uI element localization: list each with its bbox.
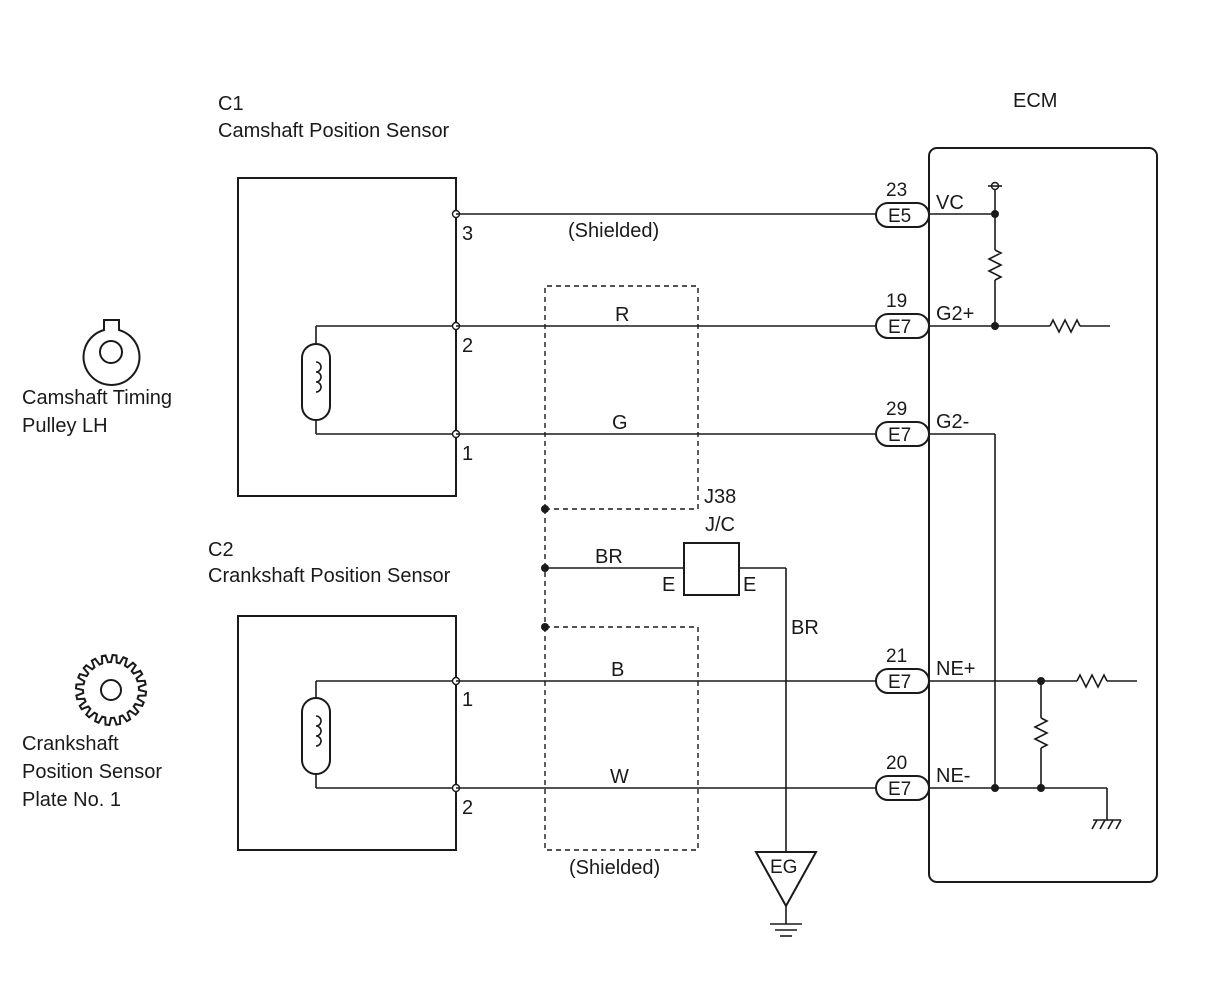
shield-junction xyxy=(541,623,549,631)
ecm-signal-ne-plus: NE+ xyxy=(936,658,975,680)
ecm-signal-ne-minus: NE- xyxy=(936,765,970,787)
ecm-connector-e7: E7 xyxy=(888,425,911,446)
ecm-pin-23: 23 xyxy=(886,180,907,201)
ecm-connector-e5: E5 xyxy=(888,206,911,227)
ecm-terminal-g2-minus: 29 E7 G2- xyxy=(875,399,969,447)
c2-coil-icon xyxy=(301,681,331,788)
shield-junction xyxy=(541,505,549,513)
ecm-terminal-ne-minus: 20 E7 NE- xyxy=(875,753,970,801)
jc-name: J/C xyxy=(705,514,735,536)
chassis-ground-icon xyxy=(1091,819,1122,830)
ground-eg-icon xyxy=(754,851,818,937)
ecm-signal-vc: VC xyxy=(936,192,964,214)
wire-color-g: G xyxy=(612,412,628,434)
ecm-pin-21: 21 xyxy=(886,646,907,667)
c2-pin1: 1 xyxy=(462,689,473,711)
junction-connector-j38 xyxy=(683,542,740,596)
crank-plate-line3: Plate No. 1 xyxy=(22,789,121,811)
lower-shield-box xyxy=(544,626,699,851)
ecm-internal-circuit xyxy=(929,181,1137,830)
ecm-connector-e7: E7 xyxy=(888,317,911,338)
wire-color-b: B xyxy=(611,659,624,681)
crank-plate-line2: Position Sensor xyxy=(22,761,162,783)
c1-name: Camshaft Position Sensor xyxy=(218,120,450,142)
shielded-bottom-label: (Shielded) xyxy=(569,857,660,879)
cam-pulley-line2: Pulley LH xyxy=(22,415,108,437)
crankshaft-sensor-plate-icon xyxy=(74,653,148,727)
ecm-signal-g2-plus: G2+ xyxy=(936,303,974,325)
shielded-top-label: (Shielded) xyxy=(568,220,659,242)
ecm-pin-19: 19 xyxy=(886,291,907,312)
c2-name: Crankshaft Position Sensor xyxy=(208,565,451,587)
wire-color-br-down: BR xyxy=(791,617,819,639)
camshaft-timing-pulley-icon xyxy=(82,319,141,386)
camshaft-position-sensor: C1 Camshaft Position Sensor 3 2 1 xyxy=(218,93,473,497)
c1-pin3: 3 xyxy=(462,223,473,245)
c1-coil-icon xyxy=(301,326,331,434)
crank-plate-line1: Crankshaft xyxy=(22,733,119,755)
upper-shield-box xyxy=(544,285,699,510)
jc-right-terminal: E xyxy=(743,574,756,596)
ecm-connector-e7: E7 xyxy=(888,779,911,800)
ecm-terminal-vc: 23 E5 VC xyxy=(875,180,964,228)
resistor-icon xyxy=(1049,318,1081,334)
c2-pin2: 2 xyxy=(462,797,473,819)
jc-left-terminal: E xyxy=(662,574,675,596)
c2-id: C2 xyxy=(208,539,234,561)
ecm-terminal-g2-plus: 19 E7 G2+ xyxy=(875,291,974,339)
wire-color-w: W xyxy=(610,766,629,788)
resistor-icon xyxy=(987,249,1003,281)
ecm-connector-e7: E7 xyxy=(888,672,911,693)
wire-color-br: BR xyxy=(595,546,623,568)
resistor-icon xyxy=(1076,673,1108,689)
ecm-pin-29: 29 xyxy=(886,399,907,420)
resistor-icon xyxy=(1033,717,1049,749)
ecm-box xyxy=(928,147,1158,883)
crankshaft-position-sensor: C2 Crankshaft Position Sensor 1 2 xyxy=(208,539,473,851)
c1-id: C1 xyxy=(218,93,244,115)
cam-pulley-line1: Camshaft Timing xyxy=(22,387,172,409)
c1-sensor-box xyxy=(237,177,457,497)
wire-color-r: R xyxy=(615,304,629,326)
ecm-label: ECM xyxy=(1013,90,1057,112)
jc-id: J38 xyxy=(704,486,736,508)
c1-pin1: 1 xyxy=(462,443,473,465)
ecm-terminal-ne-plus: 21 E7 NE+ xyxy=(875,646,975,694)
ground-label: EG xyxy=(770,857,797,878)
ecm-pin-20: 20 xyxy=(886,753,907,774)
c2-sensor-box xyxy=(237,615,457,851)
ecm-signal-g2-minus: G2- xyxy=(936,411,969,433)
c1-pin2: 2 xyxy=(462,335,473,357)
